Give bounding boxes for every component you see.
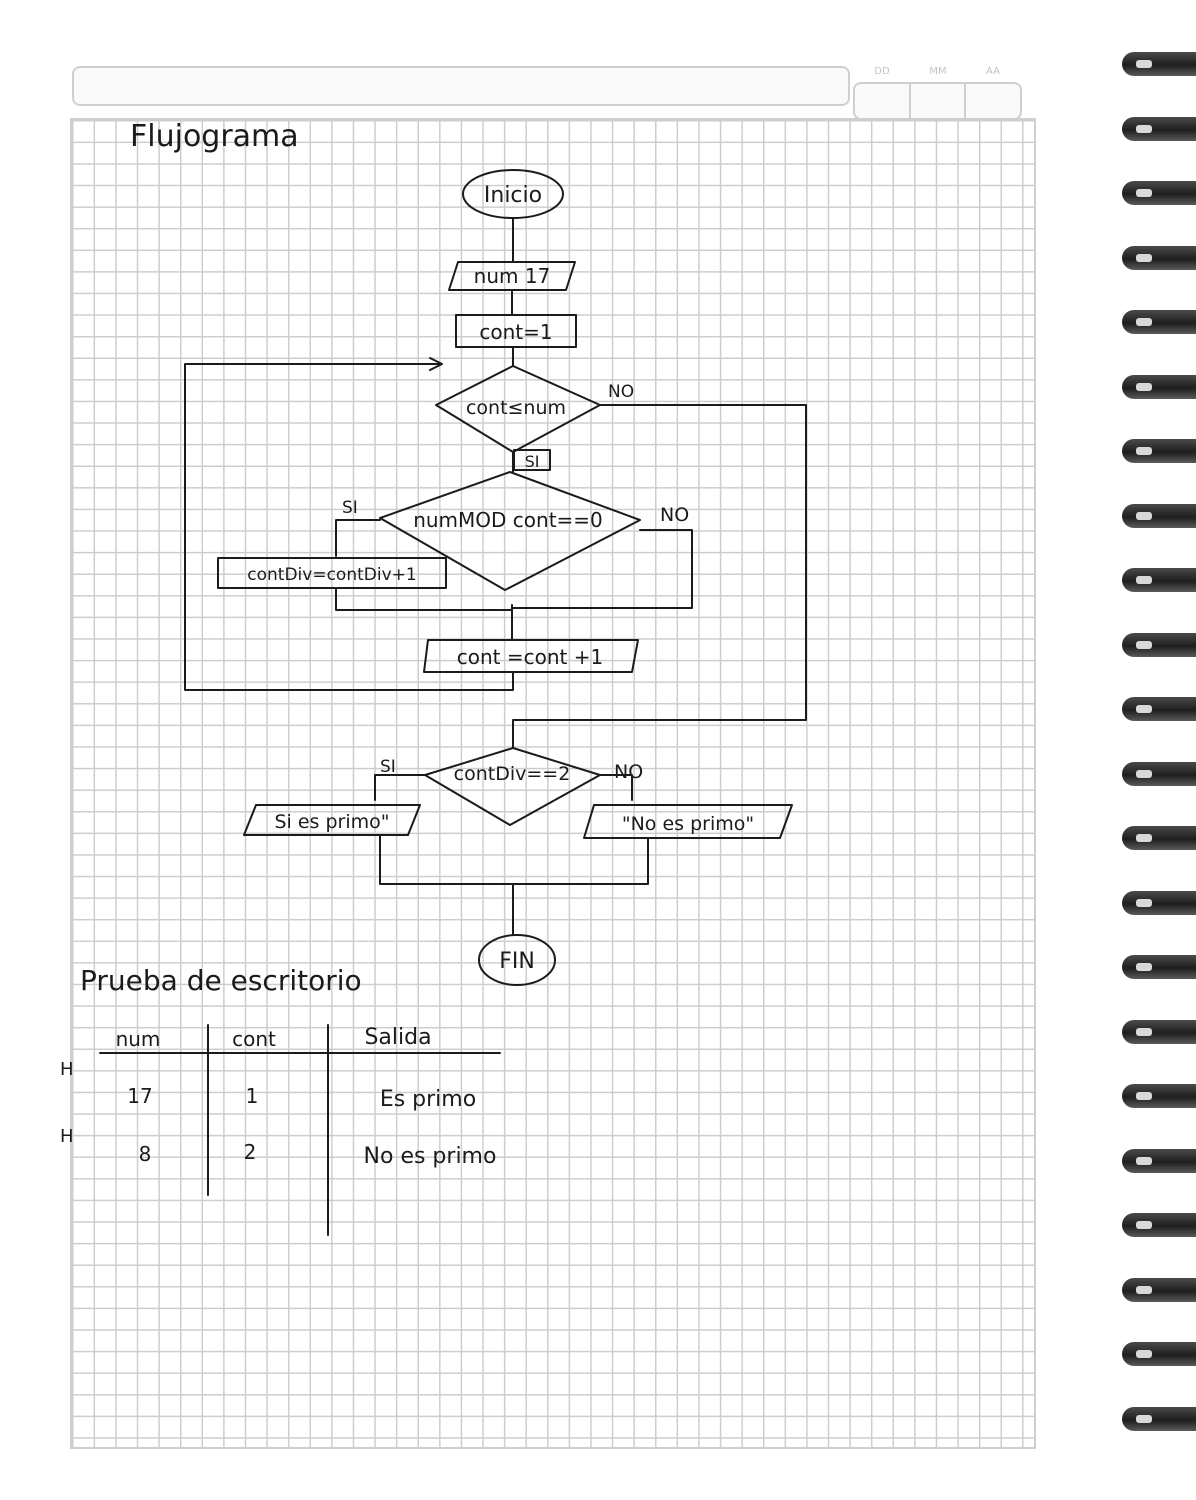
loop-no-label: NO <box>608 382 634 402</box>
final-yes-line <box>375 775 425 800</box>
desk-test-row2-salida: No es primo <box>364 1144 497 1169</box>
desk-test-row1-num: 17 <box>127 1084 152 1108</box>
desk-test-row2-num: 8 <box>139 1142 152 1166</box>
desk-test-side-label-1: H <box>60 1059 74 1080</box>
mod-no-label: NO <box>660 504 689 526</box>
desk-test-col-num: num <box>116 1027 161 1051</box>
desk-test-side-label-2: H <box>60 1126 74 1147</box>
output-no-label: "No es primo" <box>622 813 754 835</box>
loop-condition-label: cont≤num <box>466 397 566 419</box>
output-yes-return <box>380 835 513 884</box>
final-condition-label: contDiv==2 <box>454 763 571 785</box>
loop-yes-label: SI <box>525 452 540 471</box>
start-label: Inicio <box>484 183 542 208</box>
output-no-return <box>513 838 648 884</box>
final-no-label: NO <box>614 761 643 783</box>
final-yes-label: SI <box>380 757 396 777</box>
desk-test-col-cont: cont <box>232 1027 276 1051</box>
mod-yes-line <box>336 520 380 556</box>
desk-test-title: Prueba de escritorio <box>80 964 362 997</box>
end-label: FIN <box>499 949 535 974</box>
increment-div-label: contDiv=contDiv+1 <box>247 565 416 585</box>
final-decision-diamond <box>425 748 600 825</box>
mod-no-line <box>512 530 692 608</box>
init-label: cont=1 <box>479 320 552 344</box>
desk-test-col-salida: Salida <box>364 1025 431 1050</box>
desk-test-row1-cont: 1 <box>246 1084 259 1108</box>
desk-test-row1-salida: Es primo <box>380 1087 476 1112</box>
loop-exit-line <box>513 405 806 748</box>
output-yes-label: Si es primo" <box>274 811 389 833</box>
mod-yes-label: SI <box>342 498 358 518</box>
page-title: Flujograma <box>130 119 299 154</box>
mod-yes-return <box>336 588 512 610</box>
mod-condition-label: numMOD cont==0 <box>413 508 603 532</box>
increment-cont-label: cont =cont +1 <box>457 645 603 669</box>
desk-test-row2-cont: 2 <box>244 1140 257 1164</box>
input-label: num 17 <box>474 264 551 288</box>
